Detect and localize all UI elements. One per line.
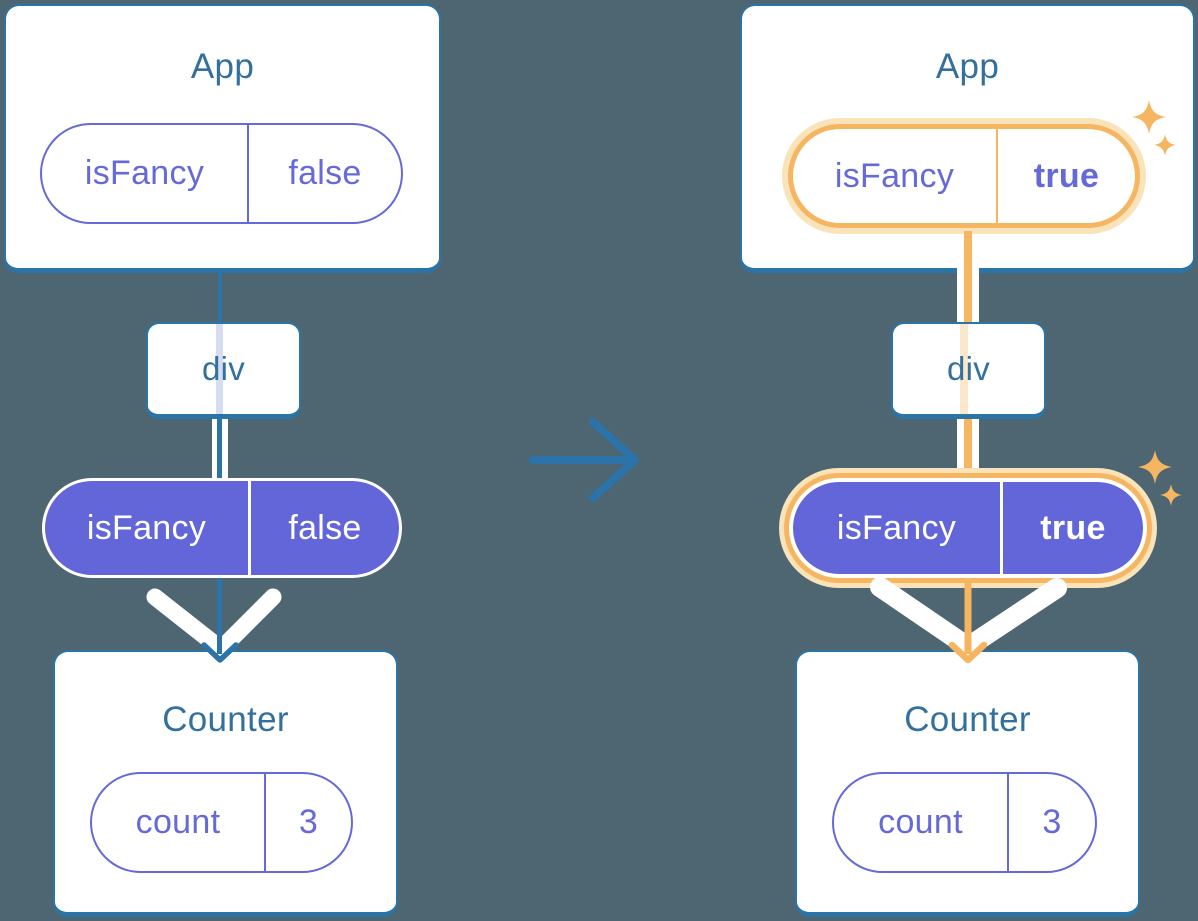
arrow-down-head [201, 642, 239, 663]
prop-value: true [996, 129, 1135, 223]
state-pill: count 3 [832, 772, 1097, 873]
prop-arrow-down-icon [870, 577, 1067, 664]
state-value: 3 [264, 774, 351, 871]
transition-arrow-head [589, 418, 639, 502]
prop-value: false [247, 125, 401, 222]
prop-pill: isFancy false [40, 123, 403, 224]
app-component-title: App [935, 47, 1000, 86]
div-component-label: div [946, 350, 991, 387]
tree-edge [218, 273, 222, 324]
arrow-down-head [948, 641, 988, 664]
app-component-title: App [190, 47, 255, 86]
prop-flow-line-faded [960, 324, 968, 414]
div-component-label: div [201, 350, 246, 387]
prop-flow-line-faded [216, 324, 223, 414]
passed-prop-value: false [248, 481, 399, 575]
passed-prop-name: isFancy [86, 508, 207, 547]
transition-arrow-icon [529, 418, 639, 502]
state-name: count [135, 803, 221, 841]
prop-flow-line-highlighted [964, 231, 972, 326]
passed-prop-pill: isFancy false [42, 478, 402, 578]
passed-prop-name: isFancy [836, 508, 957, 547]
app-component-card: App isFancy false [4, 4, 441, 273]
passed-prop-value: true [1000, 482, 1143, 574]
counter-component-title: Counter [904, 700, 1031, 739]
passed-prop-pill-highlighted: isFancy true [789, 478, 1147, 578]
state-name: count [878, 803, 963, 841]
prop-name: isFancy [84, 154, 205, 192]
counter-component-card: Counter count 3 [795, 650, 1140, 917]
sparkle-icon-large [1132, 100, 1166, 134]
sparkle-icon-small [1154, 134, 1176, 156]
state-value: 3 [1007, 774, 1095, 871]
prop-name: isFancy [834, 156, 955, 195]
sparkle-icon-small [1160, 484, 1182, 506]
div-component-card: div [891, 322, 1046, 419]
counter-component-card: Counter count 3 [53, 650, 398, 917]
state-pill: count 3 [90, 772, 353, 873]
counter-component-title: Counter [162, 700, 289, 739]
div-component-card: div [146, 322, 301, 419]
prop-arrow-down-icon [146, 578, 282, 663]
prop-pill-highlighted: isFancy true [788, 124, 1140, 228]
sparkle-icon-large [1138, 450, 1172, 484]
prop-flow-line-highlighted [964, 419, 972, 478]
prop-flow-line [217, 419, 222, 478]
